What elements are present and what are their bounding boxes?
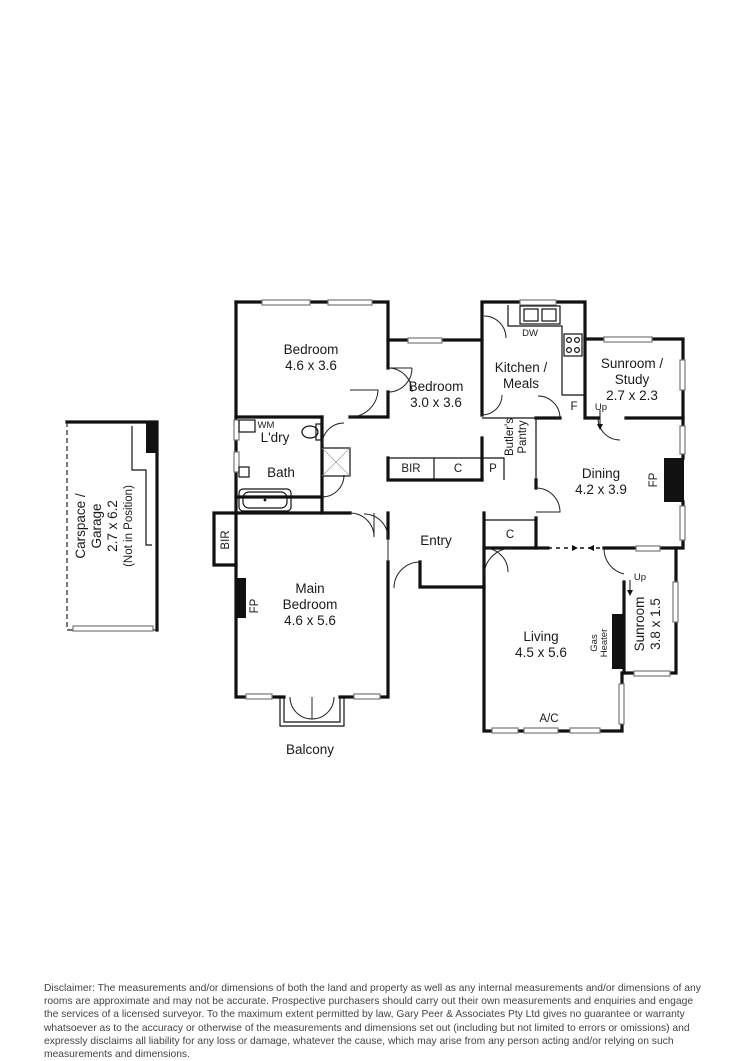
bedroom-a-dims: 4.6 x 3.6 (285, 358, 337, 373)
up-label-study: Up (595, 402, 607, 413)
butlers-pantry-line2: Pantry (517, 420, 529, 453)
fireplace-label-dining: FP (648, 472, 660, 487)
sunroom-study-line2: Study (615, 372, 650, 387)
garage-note: (Not in Position) (123, 485, 135, 567)
gas-heater-label-2: Heater (599, 629, 610, 658)
sunroom-study-dims: 2.7 x 2.3 (606, 388, 658, 403)
fridge-label: F (570, 401, 577, 413)
windows (233, 299, 686, 734)
fixtures (238, 305, 633, 596)
main-bedroom-line2: Bedroom (283, 597, 338, 612)
main-bedroom-line1: Main (295, 581, 324, 596)
bir-label-main: BIR (220, 530, 232, 549)
cupboard-label-entry: C (506, 529, 514, 541)
up-label-sunroom: Up (634, 572, 646, 583)
bath-name: Bath (267, 465, 295, 480)
bedroom-b-dims: 3.0 x 3.6 (410, 395, 462, 410)
living-name: Living (523, 629, 558, 644)
fireplace-label-main: FP (249, 598, 261, 613)
garage-outline (65, 420, 159, 632)
laundry-name: L'dry (261, 430, 290, 445)
garage-line2: Garage (89, 503, 104, 548)
bedroom-a-name: Bedroom (284, 342, 339, 357)
wm-label: WM (258, 420, 275, 431)
gas-heater-label-1: Gas (589, 634, 600, 652)
balcony-label: Balcony (286, 742, 334, 757)
pantry-p-label: P (489, 463, 497, 475)
sunroom-name: Sunroom (632, 597, 647, 652)
dining-dims: 4.2 x 3.9 (575, 482, 627, 497)
garage-dims: 2.7 x 6.2 (105, 500, 120, 552)
kitchen-name-line2: Meals (503, 376, 539, 391)
main-bedroom-dims: 4.6 x 5.6 (284, 613, 336, 628)
doors (289, 315, 625, 720)
sunroom-study-line1: Sunroom / (601, 356, 664, 371)
entry-name: Entry (420, 533, 452, 548)
garage-line1: Carspace / (73, 493, 88, 559)
interior-walls (234, 337, 685, 675)
kitchen-name-line1: Kitchen / (495, 360, 548, 375)
living-dims: 4.5 x 5.6 (515, 645, 567, 660)
bir-label-bedroom: BIR (401, 463, 420, 475)
cupboard-label-bedroom: C (454, 463, 462, 475)
bedroom-b-name: Bedroom (409, 379, 464, 394)
disclaimer-text: Disclaimer: The measurements and/or dime… (44, 983, 701, 1061)
ac-label: A/C (539, 713, 558, 725)
dishwasher-label: DW (522, 328, 538, 339)
butlers-pantry-line1: Butler's (504, 418, 516, 456)
dining-name: Dining (582, 466, 620, 481)
sunroom-dims: 3.8 x 1.5 (648, 598, 663, 650)
